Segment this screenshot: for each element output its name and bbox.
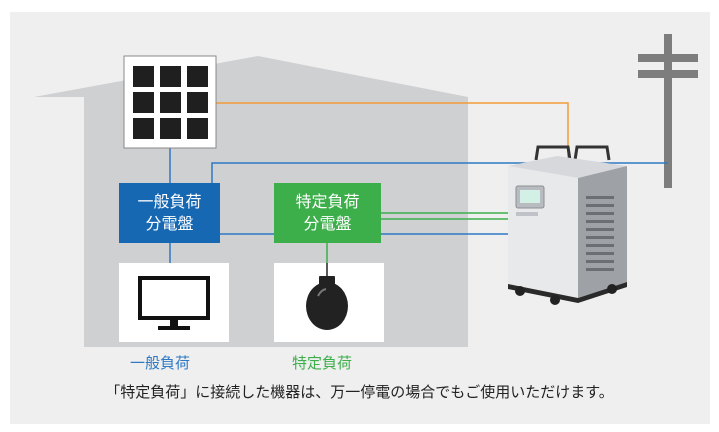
general-panel-line2: 分電盤 (145, 214, 194, 233)
house-silhouette (34, 56, 468, 347)
specific-panel-line2: 分電盤 (303, 214, 352, 233)
caption-text: 「特定負荷」に接続した機器は、万一停電の場合でもご使用いただけます。 (105, 383, 614, 401)
utility-pole-icon (638, 34, 698, 188)
specific-panel-line1: 特定負荷 (295, 192, 360, 211)
solar-panel-icon (123, 55, 217, 149)
grid-wire (211, 162, 668, 183)
general-load-panel: 一般負荷 分電盤 (119, 183, 220, 243)
specific-load-panel: 特定負荷 分電盤 (274, 183, 381, 243)
tv-icon (119, 263, 229, 342)
solar-to-battery-wire (212, 102, 569, 160)
general-panel-line1: 一般負荷 (137, 192, 202, 211)
battery-unit-icon (508, 145, 627, 305)
specific-load-label: 特定負荷 (292, 354, 353, 372)
light-bulb-icon (274, 263, 384, 342)
general-load-label: 一般負荷 (130, 354, 191, 372)
